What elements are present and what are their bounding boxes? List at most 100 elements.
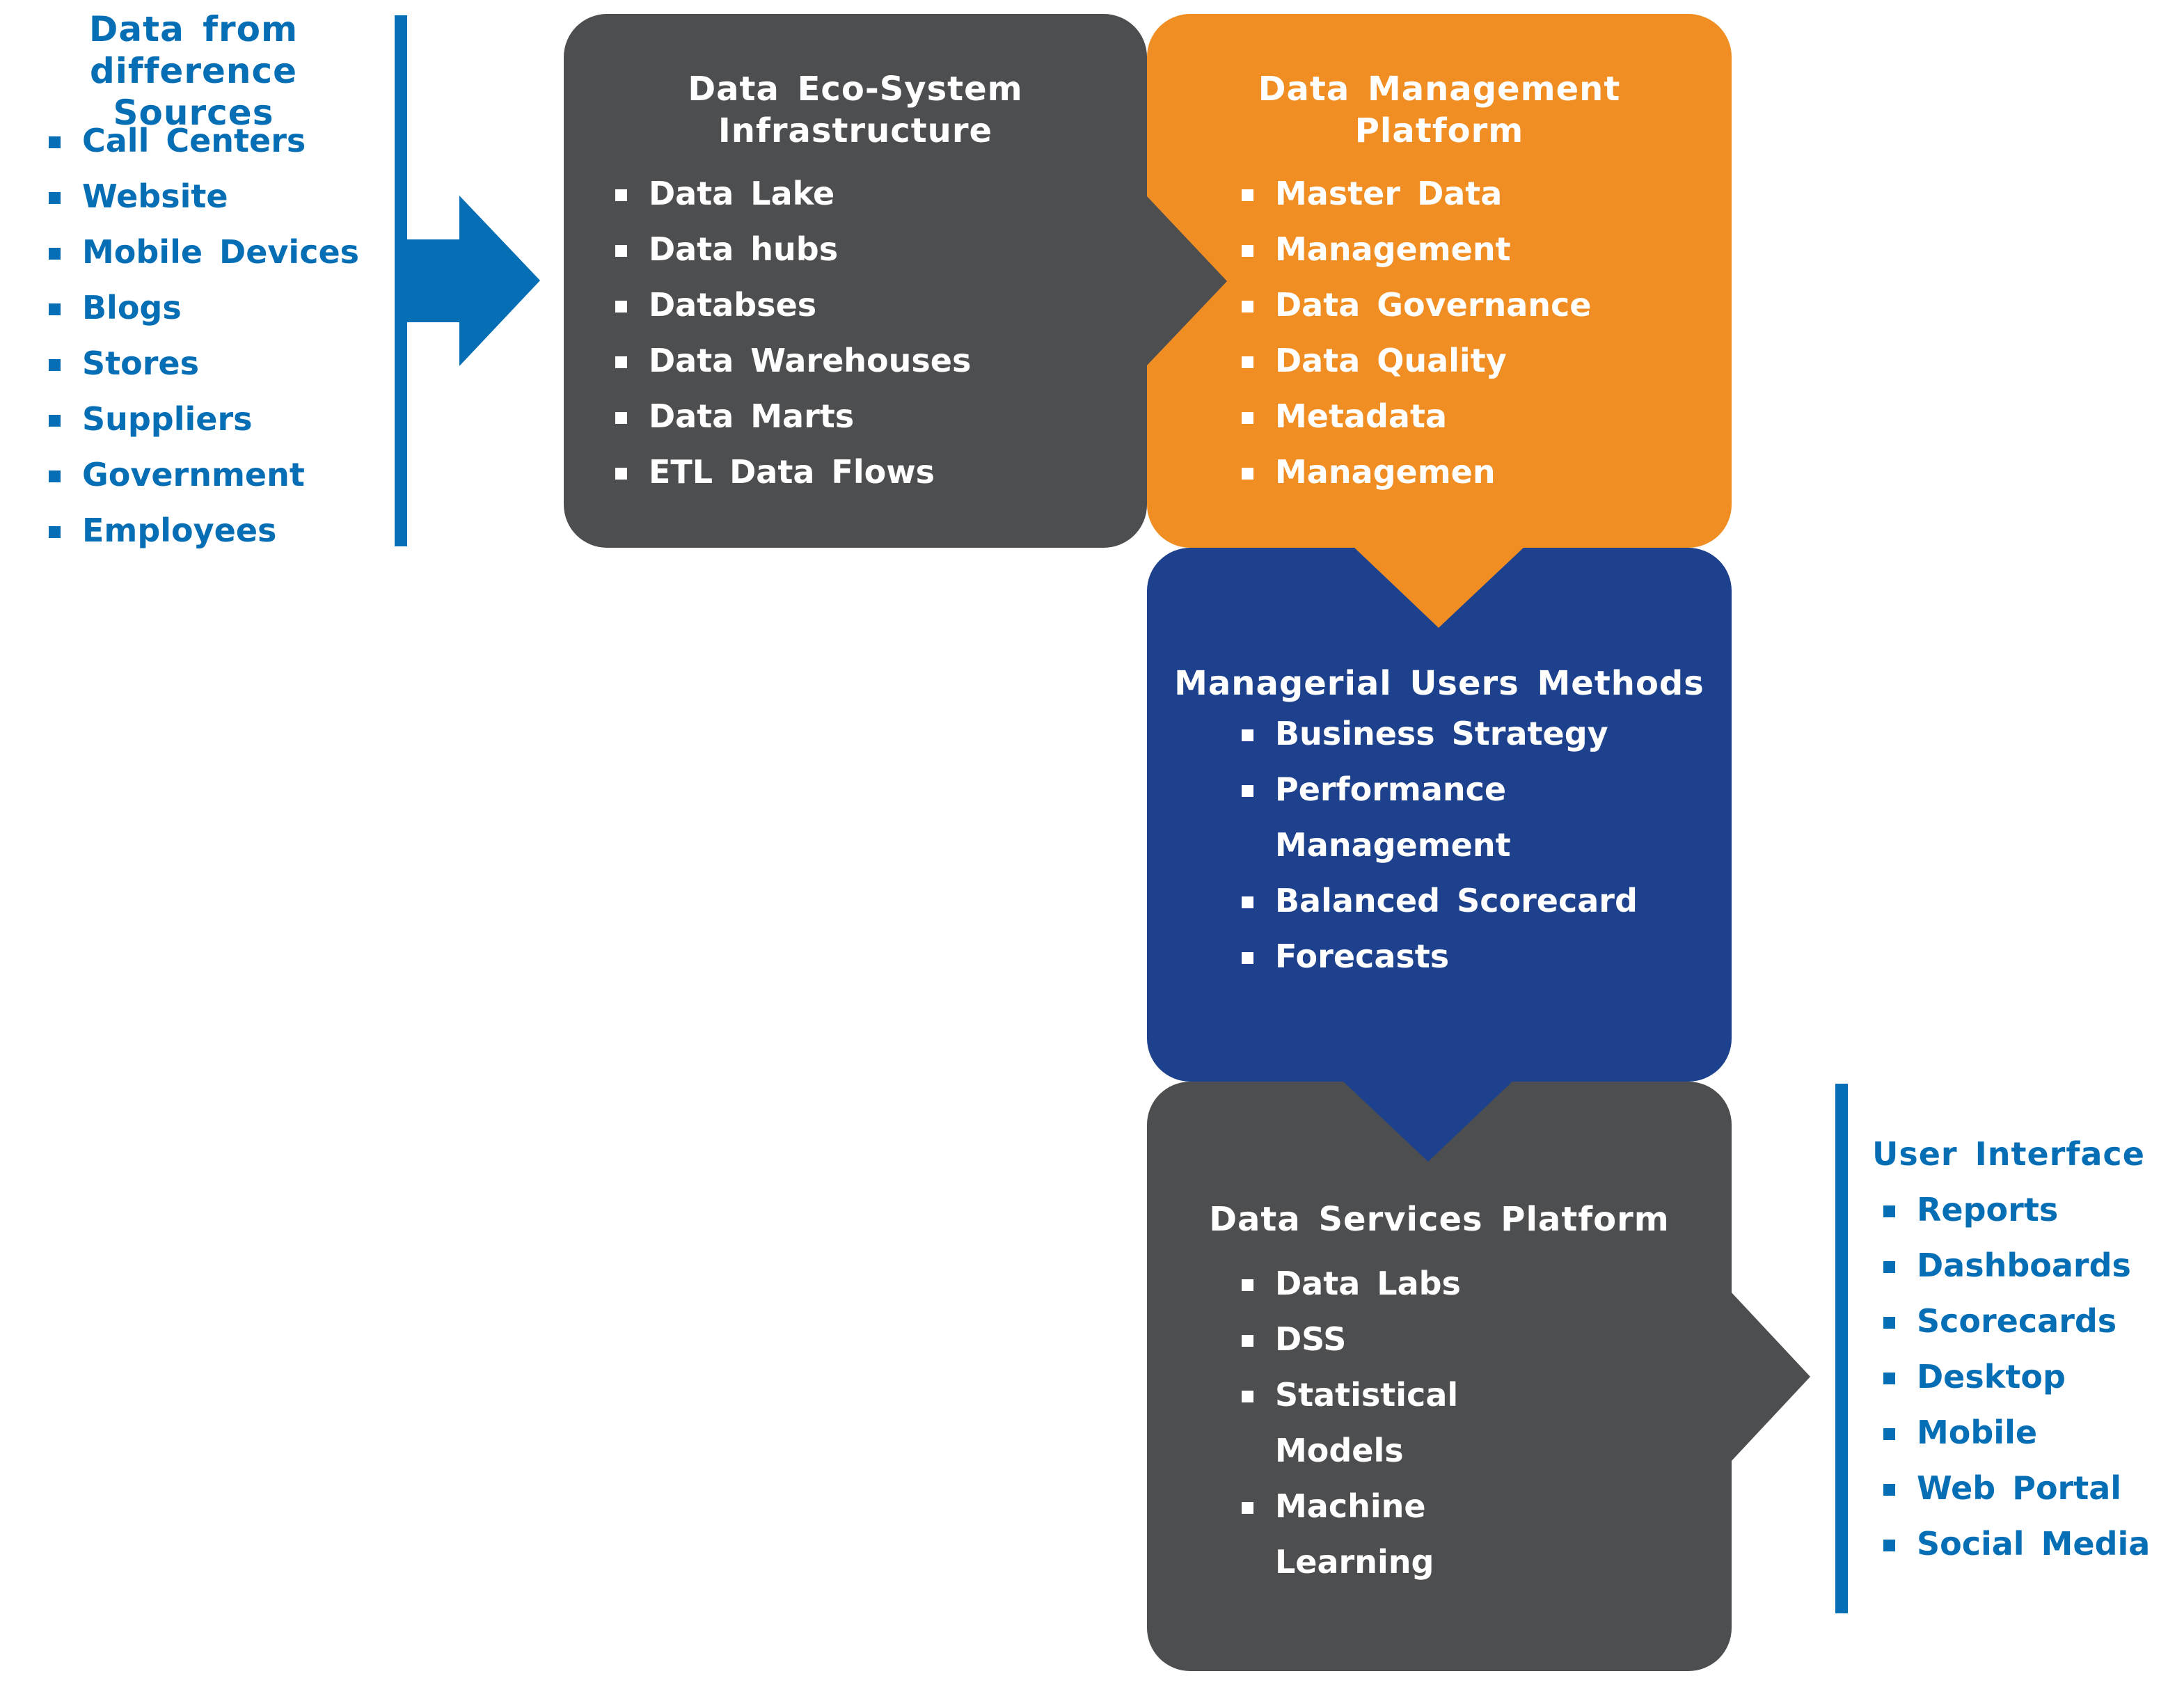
management-item: Data Governance	[1242, 277, 1592, 333]
management-panel: Data Management Platform Master Data Man…	[1147, 68, 1732, 491]
bullet-icon	[1883, 1317, 1895, 1329]
sources-title: Data from difference Sources	[0, 8, 387, 134]
managerial-item: Balanced Scorecard	[1242, 873, 1638, 928]
sources-item: Employees	[49, 503, 359, 558]
managerial-item-label: Business Strategy	[1275, 715, 1608, 752]
sources-bracket-bar	[395, 15, 407, 546]
ecosystem-item: Data hubs	[615, 221, 971, 277]
management-title-line2: Platform	[1354, 111, 1524, 150]
bullet-icon	[1883, 1205, 1895, 1217]
bullet-icon	[49, 136, 61, 148]
ecosystem-title-line1: Data Eco-System	[688, 70, 1023, 109]
ecosystem-item: Data Marts	[615, 388, 971, 444]
bullet-icon	[1242, 1279, 1253, 1291]
bullet-icon	[1242, 785, 1253, 797]
management-box	[1147, 14, 1732, 548]
bullet-icon	[1883, 1428, 1895, 1440]
services-pointer-icon	[1730, 1291, 1810, 1462]
bullet-icon	[615, 301, 627, 313]
bullet-icon	[49, 359, 61, 371]
ui-item-label: Dashboards	[1917, 1247, 2131, 1284]
services-box	[1147, 1082, 1732, 1671]
bullet-icon	[49, 415, 61, 427]
bullet-icon	[1242, 1335, 1253, 1347]
managerial-item-label: Forecasts	[1275, 938, 1450, 975]
sources-arrow-icon	[407, 196, 540, 366]
bullet-icon	[1242, 356, 1253, 368]
management-item-label: Data Governance	[1275, 286, 1592, 324]
ui-item: Desktop	[1883, 1349, 2150, 1405]
sources-item-label: Blogs	[82, 289, 182, 326]
managerial-item-label: Performance	[1275, 770, 1507, 808]
management-list: Master Data Management Data Governance D…	[1242, 166, 1592, 500]
ecosystem-item: Databses	[615, 277, 971, 333]
ui-item-label: Web Portal	[1917, 1469, 2122, 1507]
ecosystem-item: ETL Data Flows	[615, 444, 971, 500]
management-item-label: Master Data	[1275, 175, 1503, 212]
bullet-icon	[1242, 952, 1253, 964]
ui-item-label: Scorecards	[1917, 1302, 2117, 1340]
services-item-label: Machine	[1275, 1487, 1426, 1525]
bullet-icon	[1883, 1484, 1895, 1496]
services-item-label-cont: Models	[1275, 1432, 1404, 1469]
sources-panel: Data from difference Sources Call Center…	[0, 8, 387, 549]
bullet-icon	[1883, 1373, 1895, 1384]
ecosystem-item: Data Warehouses	[615, 333, 971, 388]
bullet-icon	[1242, 245, 1253, 257]
sources-item-label: Suppliers	[82, 400, 253, 438]
services-item-label-cont: Learning	[1275, 1543, 1434, 1581]
bullet-icon	[1242, 1502, 1253, 1514]
bullet-icon	[1883, 1540, 1895, 1551]
ecosystem-item: Data Lake	[615, 166, 971, 221]
services-title: Data Services Platform	[1209, 1200, 1670, 1239]
bullet-icon	[615, 468, 627, 480]
ecosystem-list: Data Lake Data hubs Databses Data Wareho…	[615, 166, 971, 500]
ecosystem-item-label: ETL Data Flows	[649, 453, 935, 491]
sources-title-line2: Sources	[113, 93, 274, 133]
management-item-label: Managemen	[1275, 453, 1496, 491]
ecosystem-item-label: Data Marts	[649, 397, 855, 435]
bullet-icon	[1242, 468, 1253, 480]
ecosystem-pointer-icon	[1146, 196, 1227, 366]
bullet-icon	[615, 356, 627, 368]
ecosystem-item-label: Databses	[649, 286, 817, 324]
managerial-panel: Managerial Users Methods Business Strate…	[1147, 663, 1732, 975]
sources-item: Website	[49, 168, 359, 224]
management-item-label: Data Quality	[1275, 342, 1507, 379]
bullet-icon	[49, 248, 61, 260]
sources-title-line1: Data from difference	[88, 9, 299, 91]
sources-item-label: Government	[82, 456, 305, 493]
management-pointer-icon	[1354, 547, 1524, 628]
bullet-icon	[615, 189, 627, 201]
management-item: Metadata	[1242, 388, 1592, 444]
sources-item-label: Call Centers	[82, 122, 306, 159]
ecosystem-title-line2: Infrastructure	[718, 111, 993, 150]
ui-list: Reports Dashboards Scorecards Desktop Mo…	[1883, 1182, 2150, 1572]
bullet-icon	[1242, 729, 1253, 741]
sources-item: Suppliers	[49, 391, 359, 447]
managerial-item-label: Balanced Scorecard	[1275, 882, 1638, 919]
bullet-icon	[1242, 1391, 1253, 1402]
ui-item-label: Desktop	[1917, 1358, 2066, 1395]
ui-bracket-bar	[1835, 1084, 1848, 1613]
management-item-label: Metadata	[1275, 397, 1448, 435]
ecosystem-item-label: Data Warehouses	[649, 342, 972, 379]
ui-item: Mobile	[1883, 1405, 2150, 1460]
sources-item: Government	[49, 447, 359, 503]
managerial-item-label-cont: Management	[1275, 826, 1511, 864]
ui-item: Scorecards	[1883, 1293, 2150, 1349]
services-item-label: Statistical	[1275, 1376, 1459, 1414]
ui-item-label: Reports	[1917, 1191, 2059, 1228]
bullet-icon	[1242, 189, 1253, 201]
ui-item: Reports	[1883, 1182, 2150, 1237]
ecosystem-title: Data Eco-System Infrastructure	[564, 68, 1147, 152]
management-item: Data Quality	[1242, 333, 1592, 388]
ui-title: User Interface	[1872, 1135, 2145, 1173]
services-panel: Data Services Platform Data Labs DSS Sta…	[1147, 1199, 1732, 1581]
services-item-label: DSS	[1275, 1320, 1347, 1358]
